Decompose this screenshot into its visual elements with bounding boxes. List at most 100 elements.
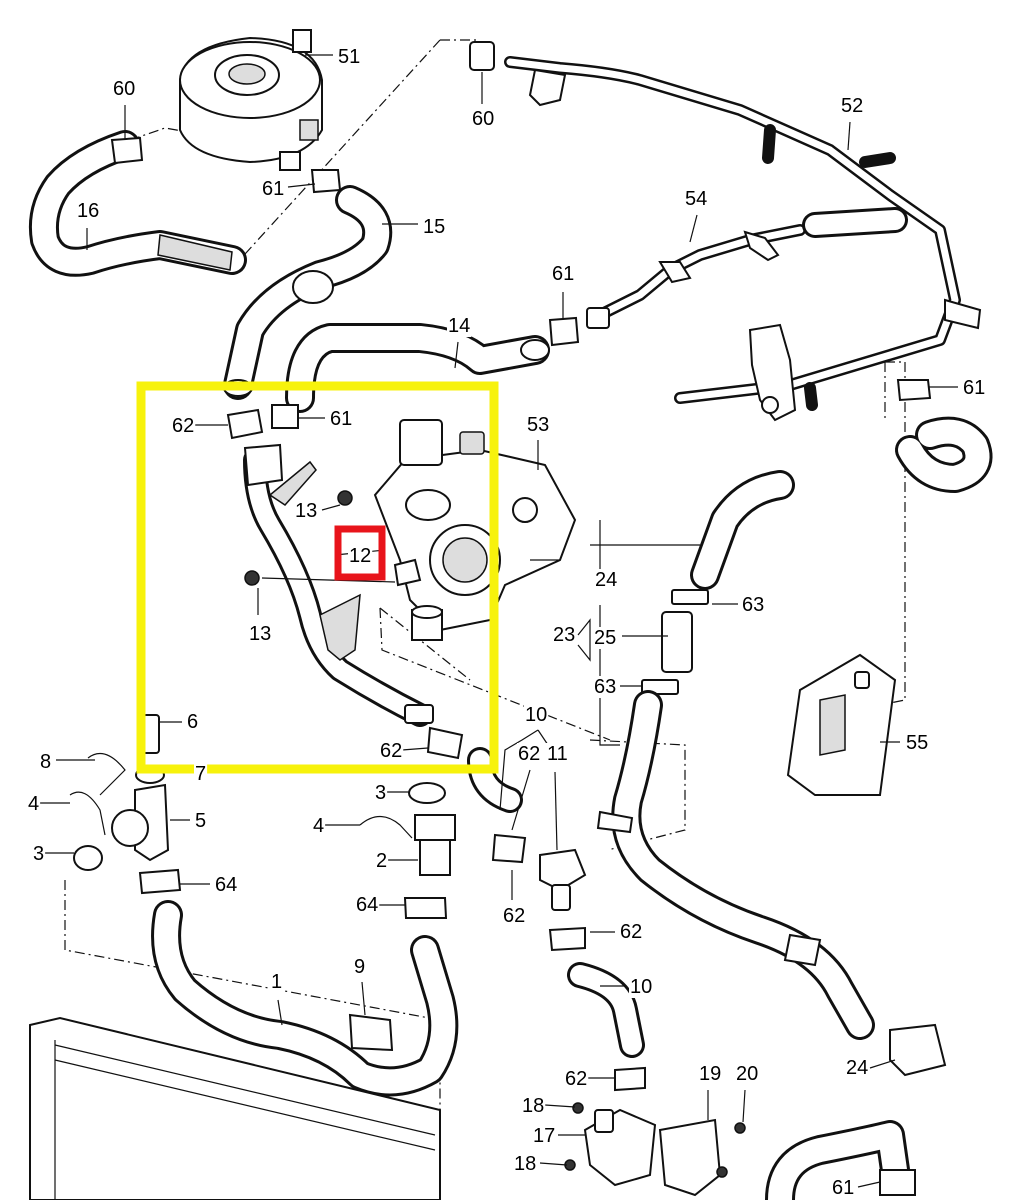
pipe-54 bbox=[586, 207, 908, 329]
part-label-l10a: 10 bbox=[525, 704, 547, 726]
part-label-l19: 19 bbox=[699, 1063, 721, 1085]
thermostat-housing-53 bbox=[373, 419, 577, 641]
part-label-bg-l13a bbox=[294, 500, 319, 522]
part-label-bg-l52 bbox=[840, 95, 865, 117]
part-label-bg-l10b bbox=[629, 976, 654, 998]
connector-2 bbox=[359, 782, 456, 919]
part-label-bg-l62a bbox=[171, 415, 196, 437]
part-label-l63b: 63 bbox=[594, 676, 616, 698]
part-label-l51: 51 bbox=[338, 46, 360, 68]
part-label-bg-l11 bbox=[546, 743, 569, 765]
part-label-bg-l64b bbox=[355, 894, 380, 916]
part-label-l3b: 3 bbox=[33, 843, 44, 865]
part-label-bg-l15 bbox=[422, 216, 447, 238]
part-label-bg-l14 bbox=[447, 315, 472, 337]
hose-15 bbox=[223, 185, 393, 400]
part-label-bg-l8 bbox=[39, 751, 53, 773]
hose-bottom-right bbox=[765, 1120, 916, 1200]
clamps-top bbox=[110, 136, 932, 402]
part-label-l15: 15 bbox=[423, 216, 445, 238]
part-label-l3a: 3 bbox=[375, 782, 386, 804]
part-label-l64b: 64 bbox=[356, 894, 378, 916]
part-label-l24a: 24 bbox=[595, 569, 617, 591]
part-label-bg-l61a bbox=[261, 178, 286, 200]
part-label-l63a: 63 bbox=[742, 594, 764, 616]
part-label-bg-l4b bbox=[312, 815, 326, 837]
part-label-l5: 5 bbox=[195, 810, 206, 832]
part-label-l23: 23 bbox=[553, 624, 575, 646]
part-label-l9: 9 bbox=[354, 956, 365, 978]
part-label-l7: 7 bbox=[195, 763, 206, 785]
part-label-l62f: 62 bbox=[565, 1068, 587, 1090]
part-label-l61d: 61 bbox=[330, 408, 352, 430]
part-label-bg-l1 bbox=[270, 971, 284, 993]
part-label-bg-l18a bbox=[521, 1095, 546, 1117]
part-label-bg-l3a bbox=[374, 782, 388, 804]
part-label-l8: 8 bbox=[40, 751, 51, 773]
part-label-l62b: 62 bbox=[380, 740, 402, 762]
part-label-l13a: 13 bbox=[295, 500, 317, 522]
part-label-bg-l53 bbox=[526, 414, 551, 436]
part-label-bg-l18b bbox=[513, 1153, 538, 1175]
part-label-l18b: 18 bbox=[514, 1153, 536, 1175]
part-label-l10b: 10 bbox=[630, 976, 652, 998]
part-label-bg-l20 bbox=[735, 1063, 760, 1085]
part-label-l4b: 4 bbox=[313, 815, 324, 837]
part-label-l17: 17 bbox=[533, 1125, 555, 1147]
connector-5 bbox=[69, 714, 182, 895]
part-label-bg-l62f bbox=[564, 1068, 589, 1090]
part-label-bg-l64a bbox=[214, 874, 239, 896]
part-label-bg-l13b bbox=[248, 623, 273, 645]
part-label-l55: 55 bbox=[906, 732, 928, 754]
part-label-bg-l12 bbox=[348, 545, 373, 567]
part-label-bg-l62c bbox=[517, 743, 542, 765]
part-label-bg-l63b bbox=[593, 676, 618, 698]
part-label-l60b: 60 bbox=[472, 108, 494, 130]
part-label-bg-l61c bbox=[962, 377, 987, 399]
part-label-bg-l16 bbox=[76, 200, 101, 222]
part-label-bg-l25 bbox=[593, 627, 618, 649]
part-label-l62e: 62 bbox=[620, 921, 642, 943]
part-label-l16: 16 bbox=[77, 200, 99, 222]
part-label-l62c: 62 bbox=[518, 743, 540, 765]
part-label-bg-l62d bbox=[502, 905, 527, 927]
clamps-middle bbox=[226, 404, 464, 760]
part-label-bg-l4a bbox=[27, 793, 41, 815]
part-label-bg-l24a bbox=[594, 569, 619, 591]
part-label-l14: 14 bbox=[448, 315, 470, 337]
part-label-l60a: 60 bbox=[113, 78, 135, 100]
part-label-l4a: 4 bbox=[28, 793, 39, 815]
part-label-l61e: 61 bbox=[832, 1177, 854, 1199]
part-label-l53: 53 bbox=[527, 414, 549, 436]
part-label-bg-l5 bbox=[194, 810, 208, 832]
part-label-l2: 2 bbox=[376, 850, 387, 872]
highlight-box-red bbox=[334, 525, 386, 581]
hose-14 bbox=[285, 323, 550, 413]
part-label-bg-l2 bbox=[375, 850, 389, 872]
part-label-bg-l62b bbox=[379, 740, 404, 762]
part-label-l25: 25 bbox=[594, 627, 616, 649]
expansion-tank bbox=[179, 29, 323, 171]
part-label-l54: 54 bbox=[685, 188, 707, 210]
part-label-bg-l61d bbox=[329, 408, 354, 430]
part-label-l61c: 61 bbox=[963, 377, 985, 399]
screws-13 bbox=[244, 490, 353, 586]
hose-24-lower bbox=[596, 690, 947, 1077]
part-label-bg-l24b bbox=[845, 1057, 870, 1079]
part-label-bg-l55 bbox=[905, 732, 930, 754]
part-label-bg-l23 bbox=[552, 624, 577, 646]
hose-1 bbox=[151, 900, 459, 1097]
part-label-bg-l9 bbox=[353, 956, 367, 978]
part-label-bg-l63a bbox=[741, 594, 766, 616]
hose-16 bbox=[28, 130, 247, 277]
radiator bbox=[29, 1016, 441, 1200]
part-label-l52: 52 bbox=[841, 95, 863, 117]
part-label-bg-l60a bbox=[112, 78, 137, 100]
part-label-bg-l62e bbox=[619, 921, 644, 943]
part-label-l20: 20 bbox=[736, 1063, 758, 1085]
part-label-bg-l19 bbox=[698, 1063, 723, 1085]
part-label-bg-l51 bbox=[337, 46, 362, 68]
part-label-bg-l60b bbox=[471, 108, 496, 130]
